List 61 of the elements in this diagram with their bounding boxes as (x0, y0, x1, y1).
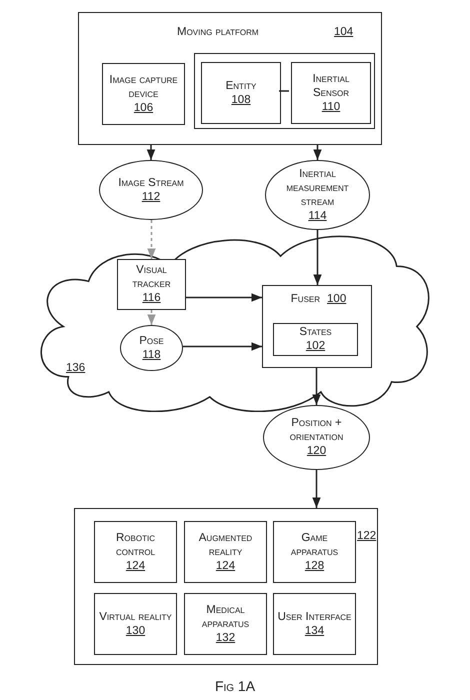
reference-number: 112 (142, 190, 160, 204)
connector-arrow (312, 368, 321, 405)
reference-number: 122 (357, 529, 376, 544)
reference-number: 106 (134, 100, 154, 116)
process-box (117, 259, 186, 310)
box-label: Medical apparatus (200, 602, 250, 630)
process-box (273, 521, 356, 583)
connector-arrow (182, 342, 262, 351)
reference-number: 104 (334, 25, 354, 40)
process-box (291, 62, 371, 124)
box-label: Game apparatus (290, 530, 340, 558)
process-box (184, 521, 267, 583)
process-box (94, 593, 177, 655)
process-box (102, 63, 185, 125)
reference-number: 134 (304, 624, 324, 638)
box-label: Augmented reality (198, 530, 254, 558)
box-label: Inertial Sensor (312, 72, 350, 100)
process-box (194, 53, 375, 129)
box-label: User Interface (276, 610, 352, 624)
box-label: Virtual reality (98, 610, 173, 624)
box-label: Visual tracker (131, 263, 172, 291)
reference-number: 108 (231, 92, 251, 108)
process-box (273, 593, 356, 655)
figure-caption: Fig 1A (214, 678, 256, 694)
reference-number: 118 (142, 348, 161, 362)
reference-number: 124 (216, 558, 236, 574)
reference-number: 120 (306, 444, 326, 459)
process-box (94, 521, 177, 583)
box-label: Image Stream (117, 176, 185, 190)
connector-arrow (313, 145, 322, 160)
reference-number: 136 (66, 361, 86, 376)
box-label: Pose (138, 334, 165, 348)
connector-arrow (147, 310, 156, 325)
connector-arrow (146, 145, 156, 160)
connector-arrow (313, 230, 322, 285)
box-label: Fuser (290, 292, 322, 306)
reference-number: 116 (142, 291, 161, 306)
box-label: Entity (224, 78, 258, 92)
connector-arrow (312, 470, 321, 508)
box-label: Moving platform (176, 25, 260, 39)
reference-number: 100 (327, 292, 346, 307)
reference-number: 110 (322, 100, 340, 114)
process-box (273, 323, 358, 356)
reference-number: 130 (126, 624, 146, 638)
connector-arrow (147, 220, 156, 259)
reference-number: 114 (308, 208, 327, 224)
box-label: Robotic control (114, 530, 156, 558)
box-label: Position + orientation (288, 416, 344, 444)
box-label: Image capture device (108, 72, 179, 100)
reference-number: 128 (304, 558, 324, 574)
process-box (184, 593, 267, 655)
connector-arrow (186, 293, 262, 302)
box-label: Inertial measurement stream (285, 166, 350, 208)
process-box (74, 508, 378, 665)
reference-number: 124 (126, 558, 146, 574)
process-box (262, 285, 372, 368)
box-label: States (298, 325, 333, 339)
reference-number: 102 (306, 339, 326, 354)
process-box (78, 12, 382, 145)
reference-number: 132 (216, 630, 236, 646)
process-box (201, 62, 281, 124)
